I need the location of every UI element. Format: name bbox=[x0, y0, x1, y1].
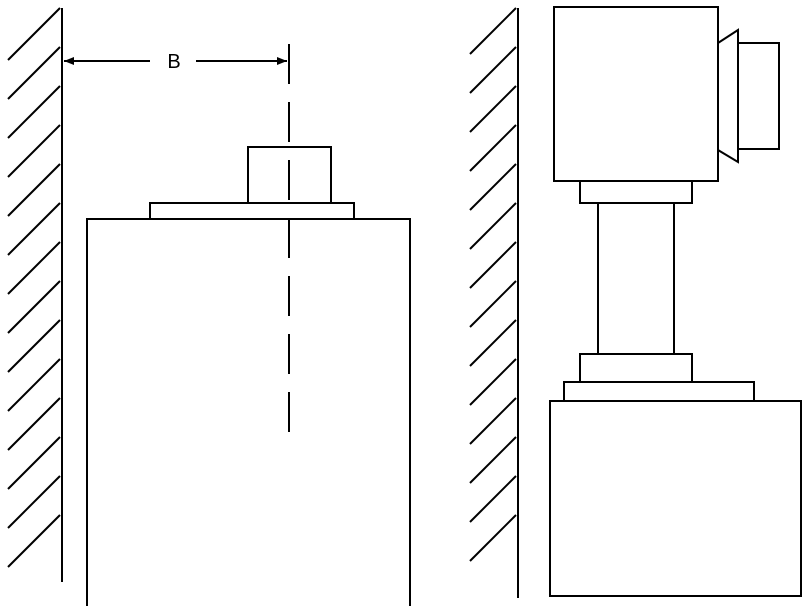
left-mounting-flange bbox=[149, 202, 355, 220]
hatch-stroke bbox=[7, 358, 61, 412]
hatch-stroke bbox=[469, 475, 517, 523]
lower-collar bbox=[579, 353, 693, 383]
left-wall-hatching bbox=[7, 7, 61, 568]
hatch-stroke bbox=[469, 280, 517, 328]
side-connector-box bbox=[737, 42, 780, 150]
hatch-stroke bbox=[7, 397, 61, 451]
right-top-housing bbox=[553, 6, 719, 182]
right-wall-hatching bbox=[469, 7, 517, 562]
hatch-stroke bbox=[7, 475, 61, 529]
hatch-stroke bbox=[469, 124, 517, 172]
hatch-stroke bbox=[469, 319, 517, 367]
hatch-stroke bbox=[7, 85, 61, 139]
hatch-stroke bbox=[469, 514, 517, 562]
hatch-stroke bbox=[7, 319, 61, 373]
hatch-stroke bbox=[469, 436, 517, 484]
hatch-stroke bbox=[469, 241, 517, 289]
side-connector-taper bbox=[717, 28, 739, 164]
hatch-stroke bbox=[7, 280, 61, 334]
right-view bbox=[469, 6, 802, 598]
hatch-stroke bbox=[469, 7, 517, 55]
hatch-stroke bbox=[7, 124, 61, 178]
left-enclosure-body bbox=[86, 218, 411, 606]
hatch-stroke bbox=[7, 202, 61, 256]
hatch-stroke bbox=[7, 436, 61, 490]
dimension-b: B bbox=[64, 51, 287, 73]
hatch-stroke bbox=[7, 7, 61, 61]
hatch-stroke bbox=[7, 46, 61, 100]
hatch-stroke bbox=[7, 163, 61, 217]
hatch-stroke bbox=[469, 163, 517, 211]
upper-collar bbox=[579, 180, 693, 204]
hatch-stroke bbox=[7, 241, 61, 295]
hatch-stroke bbox=[7, 514, 61, 568]
right-mounting-flange bbox=[563, 381, 755, 402]
support-column bbox=[597, 202, 675, 355]
left-view: B bbox=[7, 7, 411, 606]
hatch-stroke bbox=[469, 46, 517, 94]
dimension-label: B bbox=[167, 51, 180, 73]
hatch-stroke bbox=[469, 202, 517, 250]
hatch-stroke bbox=[469, 358, 517, 406]
right-base-body bbox=[549, 400, 802, 597]
hatch-stroke bbox=[469, 397, 517, 445]
hatch-stroke bbox=[469, 85, 517, 133]
